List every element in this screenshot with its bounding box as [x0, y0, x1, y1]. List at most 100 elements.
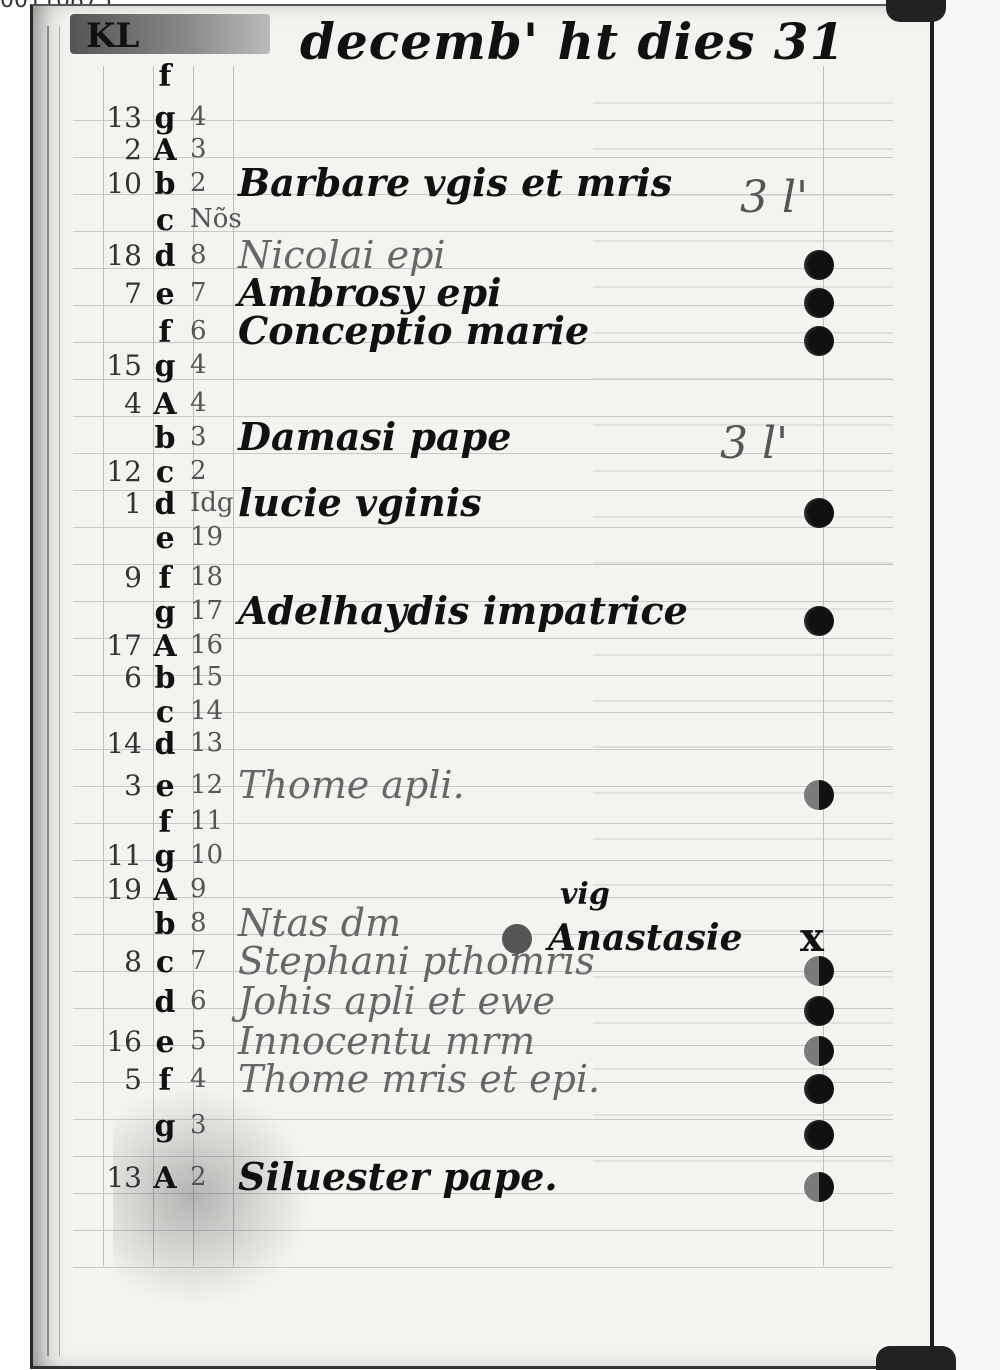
ruling-column	[233, 66, 234, 1266]
golden-number: 12	[106, 455, 142, 488]
dominical-letter: g	[154, 1109, 176, 1144]
golden-number: 4	[124, 387, 142, 420]
dominical-letter: f	[158, 315, 172, 350]
dominical-letter: f	[158, 561, 172, 596]
feast-dot-marker	[804, 288, 834, 318]
golden-number: 19	[106, 873, 142, 906]
saint-entry: Conceptio marie	[238, 308, 590, 353]
saint-entry: Thome mris et epi.	[238, 1057, 601, 1101]
roman-day-count: 8	[190, 908, 207, 938]
dominical-letter: d	[154, 239, 176, 274]
feast-dot-marker	[804, 1172, 834, 1202]
feast-dot-marker	[804, 606, 834, 636]
dominical-letter: c	[155, 203, 175, 238]
roman-day-count: 12	[190, 770, 224, 800]
golden-number: 13	[106, 1161, 142, 1194]
roman-day-count: 7	[190, 946, 207, 976]
ruling-column	[823, 66, 824, 1266]
roman-day-count: 6	[190, 986, 207, 1016]
roman-day-count: 2	[190, 456, 207, 486]
feast-dot-marker	[804, 996, 834, 1026]
golden-number: 13	[106, 101, 142, 134]
dominical-letter: d	[154, 487, 176, 522]
feast-dot-marker	[804, 1036, 834, 1066]
kl-initial: KL	[70, 14, 270, 56]
roman-day-count: 3	[190, 1110, 207, 1140]
cross-mark: x	[800, 914, 824, 961]
roman-day-count: 11	[190, 806, 224, 836]
saint-entry: Ambrosy epi	[238, 270, 502, 315]
dominical-letter: c	[155, 945, 175, 980]
golden-number: 3	[124, 769, 142, 802]
saint-entry: Damasi pape	[238, 414, 512, 459]
roman-day-count: 19	[190, 522, 224, 552]
dominical-letter: g	[154, 349, 176, 384]
roman-day-count: 7	[190, 278, 207, 308]
golden-number: 6	[124, 661, 142, 694]
golden-number: 5	[124, 1063, 142, 1096]
golden-number: 17	[106, 629, 142, 662]
roman-day-count: 8	[190, 240, 207, 270]
saint-entry: Nicolai epi	[238, 233, 446, 277]
margin-mark: 3 l'	[740, 172, 809, 223]
clasp-top	[886, 0, 946, 22]
saint-entry: Ntas dm	[238, 901, 402, 945]
feast-dot-marker	[804, 1120, 834, 1150]
roman-day-count: Idg	[190, 488, 234, 518]
feast-dot-marker	[804, 250, 834, 280]
kl-label: KL	[86, 16, 140, 56]
roman-day-count: 4	[190, 350, 207, 380]
roman-day-count: 9	[190, 874, 207, 904]
roman-day-count: 2	[190, 1162, 207, 1192]
golden-number: 15	[106, 349, 142, 382]
dominical-letter: g	[154, 101, 176, 136]
roman-day-count: 3	[190, 134, 207, 164]
dominical-letter: c	[155, 695, 175, 730]
saint-entry: Siluester pape.	[238, 1154, 558, 1199]
ruling-column	[153, 66, 154, 1266]
saint-entry: lucie vginis	[238, 480, 482, 525]
roman-day-count: 4	[190, 102, 207, 132]
dominical-letter: A	[153, 133, 177, 168]
roman-day-count: Nõs	[190, 204, 242, 234]
dominical-letter: b	[154, 167, 176, 202]
feast-dot-marker	[804, 1074, 834, 1104]
dominical-letter: A	[153, 629, 177, 664]
month-title: decemb' ht dies 31	[300, 12, 846, 71]
roman-day-count: 17	[190, 596, 224, 626]
golden-number: 14	[106, 727, 142, 760]
dominical-letter: b	[154, 661, 176, 696]
golden-number: 18	[106, 239, 142, 272]
ink-smudge	[113, 1086, 313, 1306]
red-dot	[502, 924, 532, 954]
dominical-letter: g	[154, 839, 176, 874]
ruled-lines	[73, 84, 893, 1284]
ruling-column	[103, 66, 104, 1266]
feast-dot-marker	[804, 498, 834, 528]
golden-number: 10	[106, 167, 142, 200]
roman-day-count: 6	[190, 316, 207, 346]
dominical-letter: A	[153, 1161, 177, 1196]
dominical-letter: g	[154, 595, 176, 630]
dominical-letter: f	[158, 805, 172, 840]
saint-entry: Johis apli et ewe	[238, 979, 556, 1023]
saint-entry: Innocentu mrm	[238, 1019, 536, 1063]
golden-number: 1	[124, 487, 142, 520]
feast-dot-marker	[804, 956, 834, 986]
dominical-letter: f	[158, 1063, 172, 1098]
dominical-letter: e	[155, 769, 175, 804]
dominical-letter: d	[154, 985, 176, 1020]
dominical-letter: f	[158, 59, 172, 94]
saint-entry: Barbare vgis et mris	[238, 160, 673, 205]
golden-number: 9	[124, 561, 142, 594]
page-edge	[47, 26, 60, 1356]
golden-number: 7	[124, 277, 142, 310]
roman-day-count: 4	[190, 1064, 207, 1094]
clasp-bottom	[876, 1346, 956, 1370]
roman-day-count: 10	[190, 840, 224, 870]
ruling-column	[193, 66, 194, 1266]
roman-day-count: 5	[190, 1026, 207, 1056]
golden-number: 8	[124, 945, 142, 978]
margin-mark: 3 l'	[720, 418, 789, 469]
dominical-letter: b	[154, 907, 176, 942]
